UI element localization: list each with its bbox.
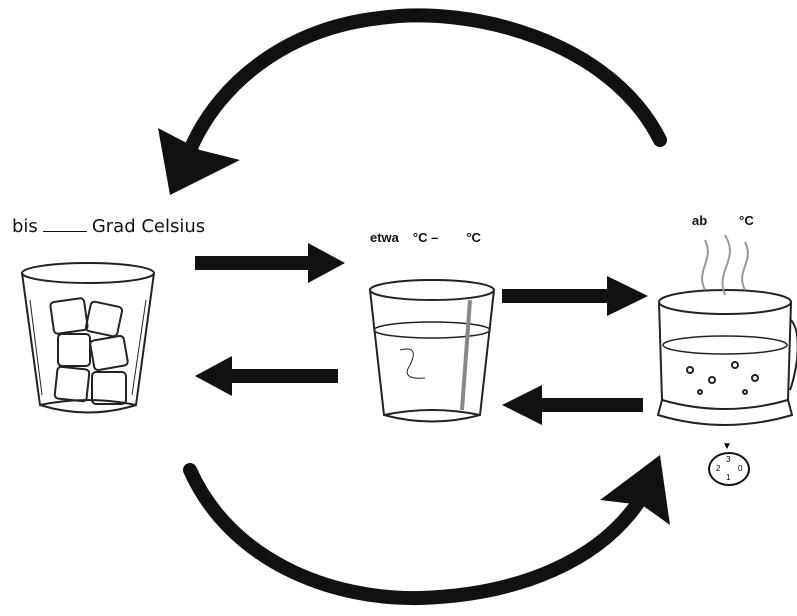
steam-label-prefix: ab bbox=[692, 213, 708, 228]
ice-glass-icon bbox=[21, 262, 155, 414]
arrow-right-ice-to-water-icon bbox=[195, 243, 345, 283]
dial-number: 0 bbox=[738, 464, 743, 473]
water-temperature-label: etwa °C – °C bbox=[370, 230, 481, 245]
steam-label-unit: °C bbox=[739, 213, 754, 228]
cycle-arrow-bottom-icon bbox=[183, 455, 670, 606]
cycle-arrow-top-icon bbox=[158, 8, 667, 195]
dial-number: 1 bbox=[726, 473, 731, 482]
ice-temperature-label: bis Grad Celsius bbox=[12, 216, 205, 237]
boiling-kettle-icon bbox=[656, 234, 797, 426]
ice-label-prefix: bis bbox=[12, 216, 38, 237]
arrow-left-water-to-ice-icon bbox=[195, 356, 338, 396]
dial-pointer-icon: ▼ bbox=[722, 441, 732, 452]
steam-temperature-label: ab °C bbox=[692, 213, 754, 228]
water-label-unit1: °C – bbox=[412, 230, 439, 245]
dial-icon: 3 2 0 1 bbox=[708, 452, 750, 486]
water-label-unit2: °C bbox=[466, 230, 481, 245]
arrow-right-water-to-steam-icon bbox=[502, 276, 648, 316]
water-glass-icon bbox=[369, 279, 495, 423]
dial-number: 3 bbox=[726, 455, 731, 464]
ice-temperature-blank bbox=[42, 217, 87, 232]
arrow-left-steam-to-water-icon bbox=[502, 385, 643, 425]
ice-label-suffix: Grad Celsius bbox=[91, 216, 206, 237]
water-label-prefix: etwa bbox=[370, 230, 399, 245]
dial-number: 2 bbox=[716, 464, 721, 473]
